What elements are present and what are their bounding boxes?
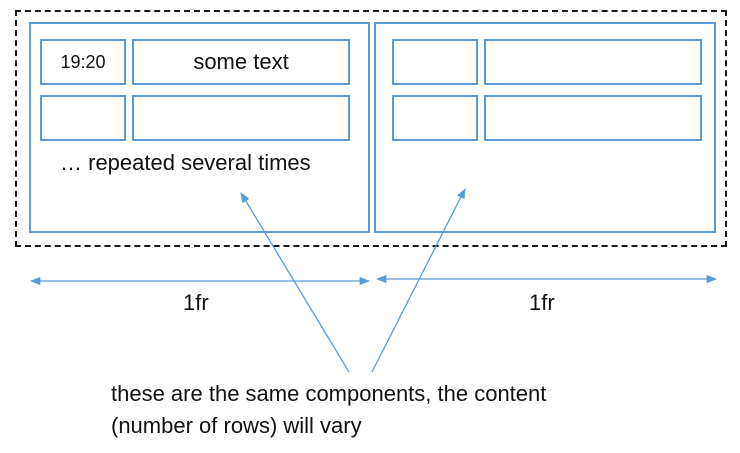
right-row1-text-cell: [484, 39, 702, 85]
pointer-arrow-right: [371, 188, 466, 373]
left-fr-label: 1fr: [183, 290, 209, 315]
caption-line-1: these are the same components, the conte…: [111, 381, 547, 406]
right-row1-time-cell: [392, 39, 478, 85]
left-row2-time-cell: [40, 95, 126, 141]
right-row2-time-cell: [392, 95, 478, 141]
row-text: some text: [193, 49, 289, 74]
repeat-note: … repeated several times: [60, 150, 311, 175]
left-row1-text-cell: some text: [132, 39, 350, 85]
grid-container-dashed-border: [15, 10, 727, 247]
left-row2-text-cell: [132, 95, 350, 141]
caption-line-2: (number of rows) will vary: [111, 413, 362, 438]
left-row1-time-cell: 19:20: [40, 39, 126, 85]
time-text: 19:20: [60, 51, 106, 72]
right-fr-label: 1fr: [529, 290, 555, 315]
pointer-arrow-left: [240, 192, 350, 373]
right-row2-text-cell: [484, 95, 702, 141]
